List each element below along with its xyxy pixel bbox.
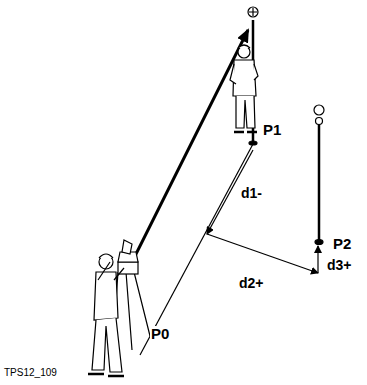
prism-pole-p2: [314, 105, 324, 245]
point-label: P2: [332, 236, 352, 251]
offset-label: d2+: [238, 276, 265, 290]
figure-id: TPS12_109: [3, 368, 58, 378]
point-label: P0: [150, 326, 170, 341]
surveyor-with-total-station: [88, 240, 150, 376]
offset-label: d3+: [326, 258, 353, 272]
point-label: P1: [262, 122, 282, 137]
offset-label: d1-: [240, 186, 263, 200]
d2-arrow: [207, 234, 318, 273]
baseline: [140, 144, 253, 355]
sight-arrow: [132, 30, 248, 262]
pole-holder: [230, 45, 258, 132]
d3-arrow: [317, 246, 318, 273]
